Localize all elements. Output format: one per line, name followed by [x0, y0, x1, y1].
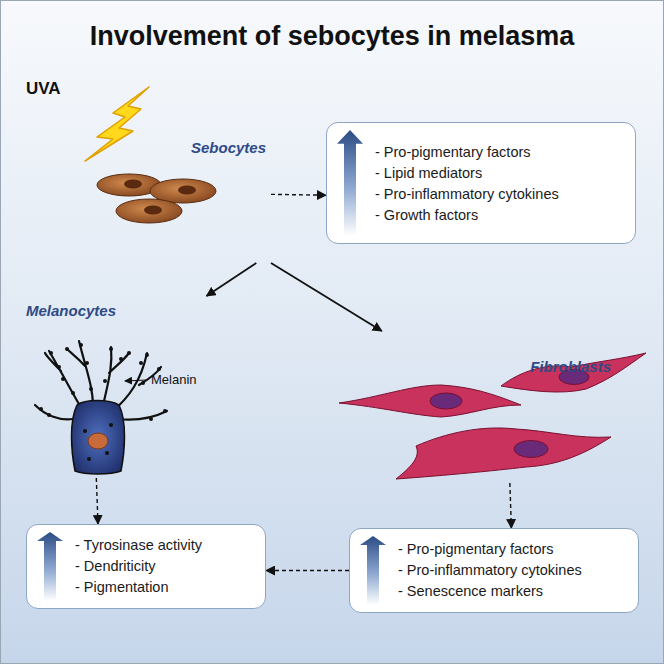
- fibroblasts-group: Fibroblasts: [336, 331, 641, 483]
- melanin-granule: [57, 365, 61, 369]
- increase-arrow: [37, 532, 63, 601]
- melanin-granule: [109, 347, 113, 351]
- melanocyte-effects-box: - Tyrosinase activity- Dendriticity- Pig…: [26, 524, 266, 609]
- melanin-granule: [89, 387, 93, 391]
- melanin-granule: [47, 413, 51, 417]
- sebocytes-group: Sebocytes: [61, 131, 271, 263]
- melanin-granule: [83, 429, 87, 433]
- fibroblast-effects-box: - Pro-pigmentary factors- Pro-inflammato…: [349, 528, 639, 613]
- melanin-granule: [139, 361, 143, 365]
- melanin-granule: [71, 391, 75, 395]
- melanin-granule: [163, 409, 167, 413]
- solid-arrow: [271, 263, 382, 331]
- melanin-granule: [145, 353, 149, 357]
- dashed-arrow: [96, 478, 98, 524]
- increase-arrow: [360, 536, 386, 605]
- text-label: UVA: [26, 79, 61, 99]
- melanin-granule: [79, 343, 83, 347]
- uva-bolt: [85, 87, 149, 161]
- effects-box: - Pro-pigmentary factors- Lipid mediator…: [326, 122, 636, 244]
- list-item: - Tyrosinase activity: [75, 535, 251, 556]
- solid-arrow: [207, 263, 257, 296]
- melanin-granule: [103, 379, 107, 383]
- melanin-granule: [39, 407, 43, 411]
- diagram-title: Involvement of sebocytes in melasma: [1, 21, 663, 52]
- melanin-granule: [49, 351, 53, 355]
- cell-label: Sebocytes: [191, 139, 266, 156]
- melanocyte-body: [72, 401, 125, 475]
- melanin-granule: [119, 357, 123, 361]
- list-item: - Senescence markers: [398, 581, 624, 602]
- melanin-granule: [141, 381, 145, 385]
- melanin-granule: [65, 347, 69, 351]
- list-item: - Pro-inflammatory cytokines: [398, 560, 624, 581]
- text-label: Melanin: [151, 372, 197, 387]
- dashed-arrow: [271, 194, 326, 196]
- cell-label: Melanocytes: [26, 302, 116, 319]
- melanin-granule: [61, 377, 65, 381]
- increase-arrow: [337, 130, 363, 236]
- melanocytes-group: Melanocytes: [26, 296, 216, 478]
- list-item: - Dendriticity: [75, 556, 251, 577]
- melanocyte-nucleus: [88, 433, 108, 449]
- dashed-arrow: [266, 570, 349, 571]
- melanin-granule: [105, 451, 109, 455]
- list-item: - Growth factors: [375, 205, 621, 226]
- melanin-granules: [39, 343, 167, 461]
- melanin-granule: [109, 423, 113, 427]
- list-item: - Pro-pigmentary factors: [375, 142, 621, 163]
- list-item: - Lipid mediators: [375, 163, 621, 184]
- melanin-granule: [149, 417, 153, 421]
- list-item: - Pigmentation: [75, 577, 251, 598]
- melanin-granule: [85, 361, 89, 365]
- melanin-granule: [87, 457, 91, 461]
- sebocyte-cells: [97, 174, 216, 223]
- melanin-granule: [157, 367, 161, 371]
- cell-label: Fibroblasts: [530, 358, 611, 375]
- list-item: - Pro-inflammatory cytokines: [375, 184, 621, 205]
- melanin-pointer: [125, 380, 147, 381]
- fibroblast-cells: [339, 353, 646, 479]
- melanin-granule: [127, 351, 131, 355]
- list-item: - Pro-pigmentary factors: [398, 539, 624, 560]
- dashed-arrow: [510, 483, 512, 528]
